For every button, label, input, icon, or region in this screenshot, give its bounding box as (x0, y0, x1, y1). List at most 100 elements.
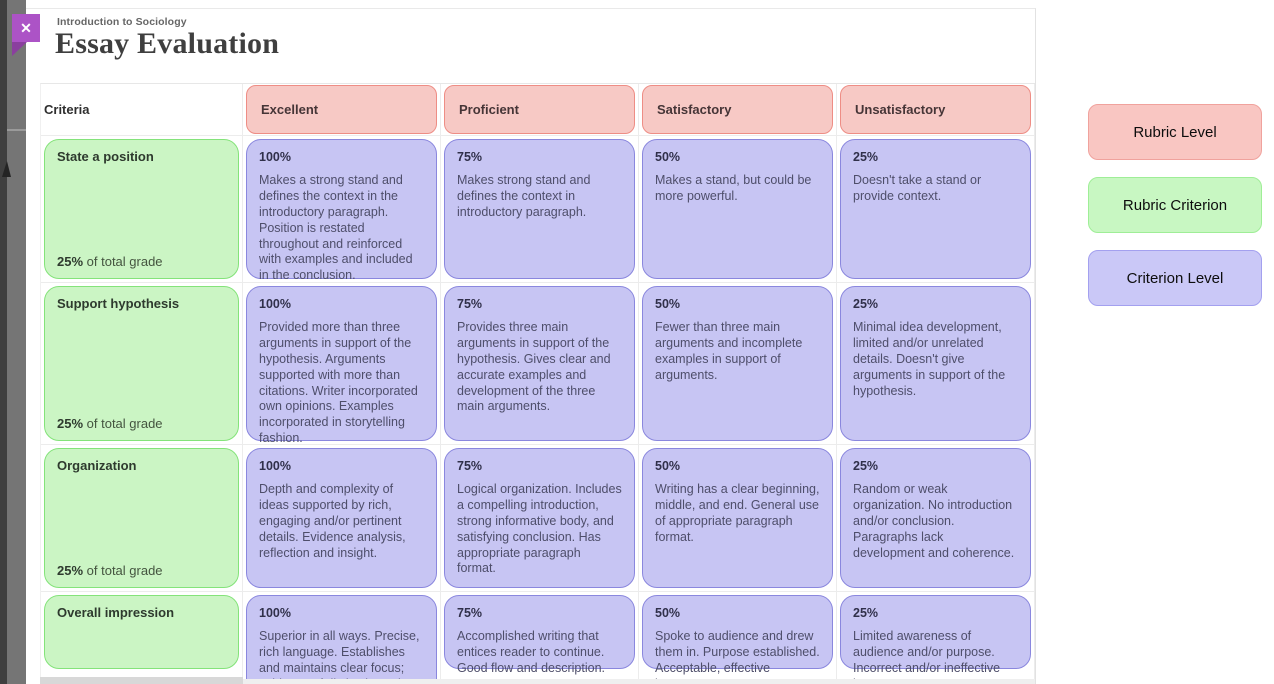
background-page-edge-dark (0, 0, 7, 684)
criterion-cell: Support hypothesis 25% of total grade (41, 283, 243, 445)
table-bottom-edge-light (243, 679, 1035, 684)
criterion-level-box[interactable]: 25% Doesn't take a stand or provide conte… (840, 139, 1031, 279)
level-header-label: Proficient (459, 102, 519, 117)
level-description: Depth and complexity of ideas supported … (259, 482, 406, 560)
level-cell: 100% Makes a strong stand and defines the… (243, 136, 441, 283)
legend-criterion-level-label: Criterion Level (1126, 269, 1224, 287)
level-percentage: 50% (655, 297, 681, 311)
level-percentage: 75% (457, 459, 483, 473)
level-description: Random or weak organization. No introduc… (853, 482, 1015, 560)
level-cell: 75%Makes strong stand and defines the co… (441, 136, 639, 283)
criterion-weight-value: 25% (57, 416, 84, 431)
criteria-column-header: Criteria (41, 84, 243, 136)
level-cell: 50% Fewer than three main arguments and i… (639, 283, 837, 445)
criterion-level-box[interactable]: 100%Provided more than three arguments i… (246, 286, 437, 445)
level-description: Doesn't take a stand or provide context. (853, 173, 982, 203)
level-cell: 50%Writing has a clear beginning, middle… (639, 445, 837, 592)
level-cell: 50% Makes a stand, but could be more powe… (639, 136, 837, 283)
legend-rubric-criterion-label: Rubric Criterion (1122, 196, 1228, 214)
criterion-weight-value: 25% (57, 254, 84, 269)
close-button[interactable]: ✕ (12, 14, 40, 42)
rubric-level-header-box: Excellent (246, 85, 437, 134)
level-description: Superior in all ways. Precise, rich lang… (259, 629, 420, 684)
background-page-edge-gray (7, 0, 26, 684)
rubric-criterion-box: Support hypothesis 25% of total grade (44, 286, 239, 441)
criterion-weight: 25% of total grade (57, 563, 226, 578)
criterion-level-box[interactable]: 25% Random or weak organization. No intro… (840, 448, 1031, 588)
level-cell: 25% Doesn't take a stand or provide conte… (837, 136, 1035, 283)
level-description: Accomplished writing that entices reader… (457, 629, 606, 675)
level-percentage: 100% (259, 606, 291, 620)
level-description: Limited awareness of audience and/or pur… (853, 629, 1001, 684)
rubric-level-header-box: Proficient (444, 85, 635, 134)
level-percentage: 100% (259, 150, 291, 164)
rubric-criterion-box: Overall impression (44, 595, 239, 669)
level-description: Provides three main arguments in support… (457, 320, 611, 414)
level-percentage: 50% (655, 150, 681, 164)
level-cell: 50%Spoke to audience and drew them in. P… (639, 592, 837, 684)
criterion-level-box[interactable]: 75%Makes strong stand and defines the co… (444, 139, 635, 279)
level-cell: 75% Accomplished writing that entices rea… (441, 592, 639, 684)
level-percentage: 75% (457, 150, 483, 164)
level-header-cell: Excellent (243, 84, 441, 136)
criterion-level-box[interactable]: 75% Accomplished writing that entices rea… (444, 595, 635, 675)
breadcrumb: Introduction to Sociology (57, 16, 187, 28)
rubric-level-header-box: Unsatisfactory (840, 85, 1031, 134)
level-description: Makes a strong stand and defines the con… (259, 173, 413, 283)
criterion-title: Support hypothesis (57, 296, 180, 311)
criterion-weight-suffix: of total grade (83, 563, 163, 578)
criterion-level-box[interactable]: 50% Fewer than three main arguments and i… (642, 286, 833, 441)
background-letter-fragment (2, 161, 11, 177)
level-description: Makes a stand, but could be more powerfu… (655, 173, 812, 203)
criterion-weight: 25% of total grade (57, 416, 226, 431)
criterion-level-box[interactable]: 25% Limited awareness of audience and/or … (840, 595, 1031, 684)
legend-rubric-criterion: Rubric Criterion (1088, 177, 1262, 233)
criterion-weight-value: 25% (57, 563, 84, 578)
close-icon: ✕ (20, 20, 32, 36)
level-cell: 75% Provides three main arguments in supp… (441, 283, 639, 445)
level-percentage: 75% (457, 606, 483, 620)
level-header-cell: Unsatisfactory (837, 84, 1035, 136)
criteria-column-header-label: Criteria (44, 102, 90, 117)
criterion-cell: State a position 25% of total grade (41, 136, 243, 283)
level-percentage: 25% (853, 150, 879, 164)
page-title: Essay Evaluation (55, 27, 280, 60)
level-percentage: 25% (853, 459, 879, 473)
level-cell: 100% Depth and complexity of ideas suppor… (243, 445, 441, 592)
level-cell: 25%Minimal idea development, limited and… (837, 283, 1035, 445)
legend-criterion-level: Criterion Level (1088, 250, 1262, 306)
criterion-level-box[interactable]: 100% Makes a strong stand and defines the… (246, 139, 437, 282)
level-percentage: 25% (853, 606, 879, 620)
criterion-cell: Overall impression (41, 592, 243, 684)
level-description: Provided more than three arguments in su… (259, 320, 418, 446)
criterion-level-box[interactable]: 75%Logical organization. Includes a comp… (444, 448, 635, 588)
criterion-level-box[interactable]: 50%Spoke to audience and drew them in. P… (642, 595, 833, 684)
criterion-level-box[interactable]: 50% Makes a stand, but could be more powe… (642, 139, 833, 279)
criterion-weight-suffix: of total grade (83, 254, 163, 269)
level-percentage: 100% (259, 459, 291, 473)
level-cell: 25% Limited awareness of audience and/or … (837, 592, 1035, 684)
level-percentage: 75% (457, 297, 483, 311)
criterion-title: Overall impression (57, 605, 175, 620)
criterion-level-box[interactable]: 100% Superior in all ways. Precise, rich … (246, 595, 437, 684)
level-description: Fewer than three main arguments and inco… (655, 320, 803, 382)
criterion-level-box[interactable]: 25%Minimal idea development, limited and… (840, 286, 1031, 441)
level-cell: 75%Logical organization. Includes a comp… (441, 445, 639, 592)
level-description: Writing has a clear beginning, middle, a… (655, 482, 820, 544)
criterion-level-box[interactable]: 75% Provides three main arguments in supp… (444, 286, 635, 441)
level-header-label: Excellent (261, 102, 319, 117)
rubric-criterion-box: State a position 25% of total grade (44, 139, 239, 279)
level-description: Spoke to audience and drew them in. Purp… (655, 629, 820, 684)
level-header-cell: Proficient (441, 84, 639, 136)
level-cell: 100% Superior in all ways. Precise, rich … (243, 592, 441, 684)
criterion-title: State a position (57, 149, 154, 164)
level-cell: 25% Random or weak organization. No intro… (837, 445, 1035, 592)
legend-rubric-level: Rubric Level (1088, 104, 1262, 160)
criterion-level-box[interactable]: 50%Writing has a clear beginning, middle… (642, 448, 833, 588)
level-percentage: 25% (853, 297, 879, 311)
criterion-level-box[interactable]: 100% Depth and complexity of ideas suppor… (246, 448, 437, 588)
